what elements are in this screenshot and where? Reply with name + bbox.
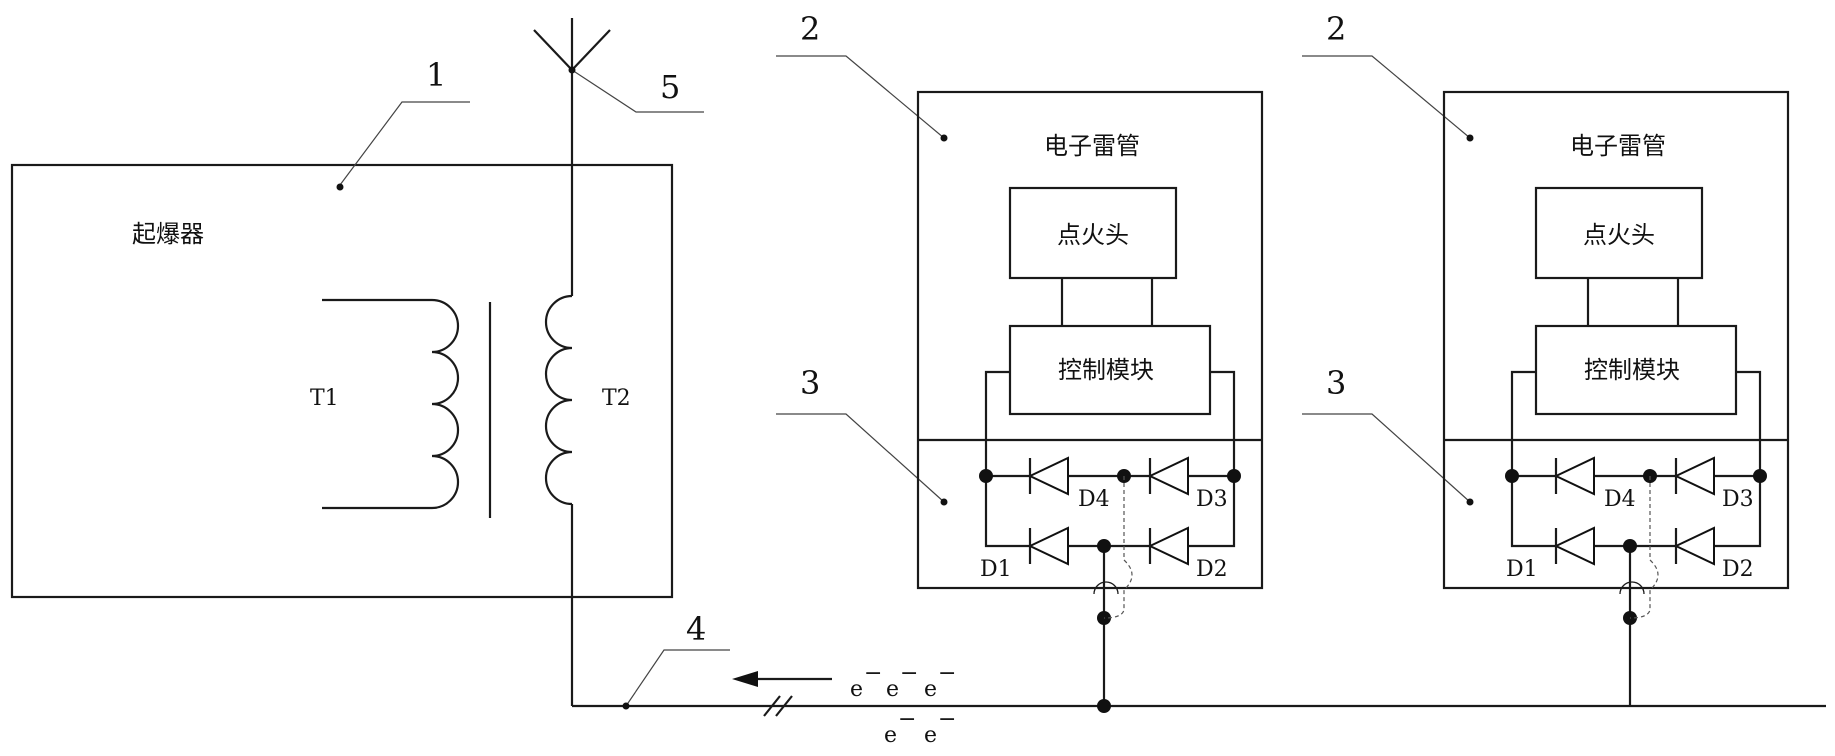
svg-text:3: 3 bbox=[1326, 364, 1346, 402]
diode-label-d4: D4 bbox=[1604, 487, 1636, 512]
svg-text:1: 1 bbox=[426, 56, 446, 94]
svg-text:−: − bbox=[898, 707, 916, 732]
transformer: T1 T2 bbox=[310, 296, 631, 518]
electron-flow-arrow-icon bbox=[732, 671, 832, 687]
electron-labels: e − e − e − e − e − bbox=[850, 661, 956, 748]
diode-label-d4: D4 bbox=[1078, 487, 1110, 512]
diode-d2 bbox=[1676, 528, 1714, 564]
svg-text:−: − bbox=[938, 707, 956, 732]
bus-line bbox=[572, 696, 1826, 716]
control-module-label: 控制模块 bbox=[1584, 356, 1680, 384]
callout-5: 5 bbox=[569, 67, 705, 113]
callout-3: 3 bbox=[776, 364, 948, 506]
diode-label-d1: D1 bbox=[1506, 557, 1538, 582]
igniter-label: 点火头 bbox=[1583, 221, 1655, 249]
primary-coil bbox=[322, 300, 458, 508]
callout-3: 3 bbox=[1302, 364, 1474, 506]
initiator-title: 起爆器 bbox=[132, 220, 204, 248]
control-module-label: 控制模块 bbox=[1058, 356, 1154, 384]
detonator-unit-1: 2 3 电子雷管 点火头 控制模块 D4 bbox=[776, 10, 1262, 713]
diode-d3 bbox=[1150, 458, 1188, 494]
electron: e bbox=[924, 723, 937, 748]
coil-label-t2: T2 bbox=[602, 386, 631, 411]
callout-1: 1 bbox=[337, 56, 471, 191]
igniter-label: 点火头 bbox=[1057, 221, 1129, 249]
coil-label-t1: T1 bbox=[310, 386, 339, 411]
diode-label-d2: D2 bbox=[1196, 557, 1228, 582]
secondary-coil bbox=[546, 296, 572, 504]
electron: e bbox=[850, 677, 863, 702]
svg-text:−: − bbox=[938, 661, 956, 686]
diode-d4 bbox=[1030, 458, 1068, 494]
svg-text:2: 2 bbox=[800, 10, 820, 48]
callout-2: 2 bbox=[776, 10, 948, 142]
detonator-title: 电子雷管 bbox=[1044, 132, 1140, 160]
diode-label-d3: D3 bbox=[1196, 487, 1228, 512]
diode-d3 bbox=[1676, 458, 1714, 494]
electron: e bbox=[886, 677, 899, 702]
diode-label-d1: D1 bbox=[980, 557, 1012, 582]
electron: e bbox=[924, 677, 937, 702]
electron: e bbox=[884, 723, 897, 748]
diode-label-d2: D2 bbox=[1722, 557, 1754, 582]
detonator-title: 电子雷管 bbox=[1570, 132, 1666, 160]
detonator-unit-2: 2 3 电子雷管 点火头 控制模块 D4 D3 D1 bbox=[1302, 10, 1788, 706]
svg-text:4: 4 bbox=[686, 610, 706, 648]
svg-text:3: 3 bbox=[800, 364, 820, 402]
diode-d1 bbox=[1030, 528, 1068, 564]
diode-d4 bbox=[1556, 458, 1594, 494]
callout-2: 2 bbox=[1302, 10, 1474, 142]
svg-text:−: − bbox=[900, 661, 918, 686]
callout-4: 4 bbox=[623, 610, 731, 710]
diode-label-d3: D3 bbox=[1722, 487, 1754, 512]
antenna bbox=[534, 18, 610, 706]
diode-d1 bbox=[1556, 528, 1594, 564]
diode-d2 bbox=[1150, 528, 1188, 564]
svg-text:5: 5 bbox=[660, 68, 680, 106]
svg-text:2: 2 bbox=[1326, 10, 1346, 48]
svg-text:−: − bbox=[864, 661, 882, 686]
